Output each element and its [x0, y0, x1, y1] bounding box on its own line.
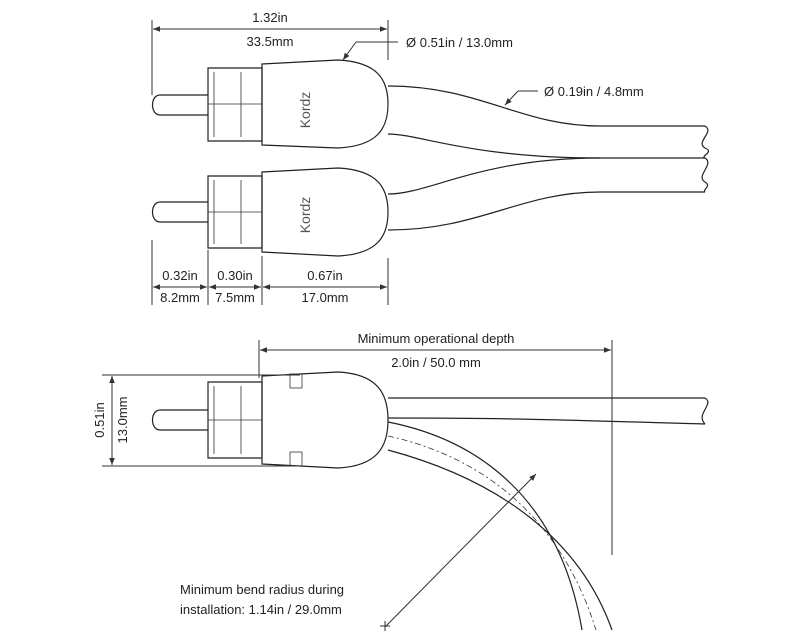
overall-length-dimension: 1.32in 33.5mm — [151, 10, 389, 95]
height-mm: 13.0mm — [115, 397, 130, 444]
bottom-view: Minimum operational depth 2.0in / 50.0 m… — [92, 331, 709, 631]
head-diameter-label: Ø 0.51in / 13.0mm — [406, 35, 513, 50]
top-view: Kordz Kordz 1.32in 33.5mm Ø 0.51in / 13.… — [151, 10, 710, 305]
height-in: 0.51in — [92, 402, 107, 437]
seg2-mm: 7.5mm — [215, 290, 255, 305]
head-diameter-callout: Ø 0.51in / 13.0mm — [342, 35, 513, 61]
brand-logo-lower: Kordz — [297, 197, 313, 234]
overall-length-in: 1.32in — [252, 10, 287, 25]
height-dimension: 0.51in 13.0mm — [92, 374, 300, 467]
cable-diameter-label: Ø 0.19in / 4.8mm — [544, 84, 644, 99]
overall-length-mm: 33.5mm — [247, 34, 294, 49]
depth-dimension: Minimum operational depth 2.0in / 50.0 m… — [258, 331, 613, 555]
depth-value: 2.0in / 50.0 mm — [391, 355, 481, 370]
seg1-mm: 8.2mm — [160, 290, 200, 305]
seg2-in: 0.30in — [217, 268, 252, 283]
connector-upper: Kordz — [151, 59, 389, 149]
bend-radius-line1: Minimum bend radius during — [180, 582, 344, 597]
bend-radius-line2: installation: 1.14in / 29.0mm — [180, 602, 342, 617]
seg3-mm: 17.0mm — [302, 290, 349, 305]
bottom-cable — [387, 397, 709, 631]
brand-logo-upper: Kordz — [297, 92, 313, 129]
depth-title: Minimum operational depth — [358, 331, 515, 346]
connector-side — [151, 371, 389, 469]
cable-diameter-callout: Ø 0.19in / 4.8mm — [504, 84, 644, 106]
seg3-in: 0.67in — [307, 268, 342, 283]
bend-radius-callout: Minimum bend radius during installation:… — [180, 473, 537, 631]
seg1-in: 0.32in — [162, 268, 197, 283]
top-cables — [387, 85, 710, 231]
connector-lower: Kordz — [151, 167, 389, 257]
segment-dimensions: 0.32in 8.2mm 0.30in 7.5mm 0.67in 17.0mm — [151, 240, 389, 305]
